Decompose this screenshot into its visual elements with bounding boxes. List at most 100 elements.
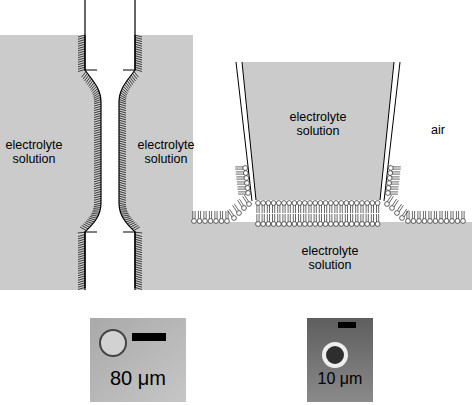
lipid-tail [134,227,140,231]
lipid-tail [119,120,126,122]
lipid-tail [135,246,142,248]
lipid-tail [234,204,238,211]
lipid-head [297,201,302,206]
lipid-tail [269,214,270,222]
lipid [225,211,230,223]
lipid-head [261,222,266,227]
lipid-tail [78,67,85,69]
lipid-tail [78,51,85,53]
lipid-head [242,206,247,211]
lipid-tail [442,211,443,219]
lipid [428,211,433,223]
lipid-tail [80,227,86,231]
lipid [360,214,365,226]
lipid-tail [135,56,142,58]
lipid-tail [94,134,101,136]
lipid-tail [277,205,278,213]
lipid-tail [225,211,226,219]
aperture-ring [100,330,126,356]
lipid-tail [94,162,101,164]
lipid-head [266,201,271,206]
lipid-tail [298,214,299,222]
lipid-tail [119,148,126,150]
lipid [271,214,276,226]
lipid-tail [135,267,142,269]
lipid-tail [236,176,244,177]
lipid-tail [119,109,126,111]
lipid-tail [217,211,218,219]
lipid-tail [122,88,127,93]
lipid-tail [436,211,437,219]
lipid-tail [135,232,142,234]
lipid-tail [326,205,327,213]
lipid-tail [293,214,294,222]
lipid-tail [445,211,446,219]
lipid-head [313,222,318,227]
lipid-tail [290,214,291,222]
lipid-tail [316,205,317,213]
scale-bar [338,322,356,328]
lipid-head [388,171,393,176]
lipid [354,201,359,213]
lipid-head [344,222,349,227]
lipid-tail [135,44,142,46]
lipid-tail [236,179,244,180]
lipid-tail [363,205,364,213]
lipid-tail [345,205,346,213]
lipid-tail [119,141,126,143]
lipid-tail [119,129,126,131]
lower-tube-outline [85,232,135,290]
lipid-tail [93,91,99,95]
lipid [261,201,266,213]
lipid-tail [78,40,85,42]
lipid-head [411,219,416,224]
lipid-tail [373,214,374,222]
lipid-head [370,201,375,206]
lipid-tail [94,157,101,159]
region-label: electrolyte solution [6,138,63,167]
scale-bar [132,333,166,341]
lipid-tail [94,191,101,193]
lipid [192,211,197,223]
lipid [395,204,404,215]
lipid-tail [262,205,263,213]
lipid-tail [78,37,85,39]
lipid [271,201,276,213]
lipid-tail [94,152,101,154]
lipid-head [271,222,276,227]
lipid-tail [347,205,348,213]
lipid-tail [293,205,294,213]
lipid-tail [119,150,126,152]
lipid [238,191,250,196]
solution-bath [190,222,472,290]
lipid-tail [78,281,85,283]
lipid-tail [94,178,101,180]
lipid-tail [135,51,142,53]
scale-label: 10 μm [318,370,363,388]
lipid-tail [91,215,98,216]
lipid-tail [78,271,85,273]
lipid-tail [350,214,351,222]
lipid-tail [135,235,142,237]
lipid [256,214,261,226]
lipid-tail [272,214,273,222]
lipid-tail [404,210,408,217]
lipid-tail [350,205,351,213]
aperture-ring [324,344,346,366]
lipid [349,214,354,226]
lipid [297,201,302,213]
lipid-tail [456,211,457,219]
lipid [388,166,400,171]
lipid-tail [311,214,312,222]
lipid-tail [236,171,244,172]
lipid [318,214,323,226]
lipid-tail [119,106,126,108]
lipid-tail [78,283,85,285]
lipid-tail [135,255,142,257]
lipid-tail [119,194,126,196]
lipid-tail [308,205,309,213]
lipid-head [450,219,455,224]
lipid-tail [94,116,101,118]
lipid-head [271,201,276,206]
